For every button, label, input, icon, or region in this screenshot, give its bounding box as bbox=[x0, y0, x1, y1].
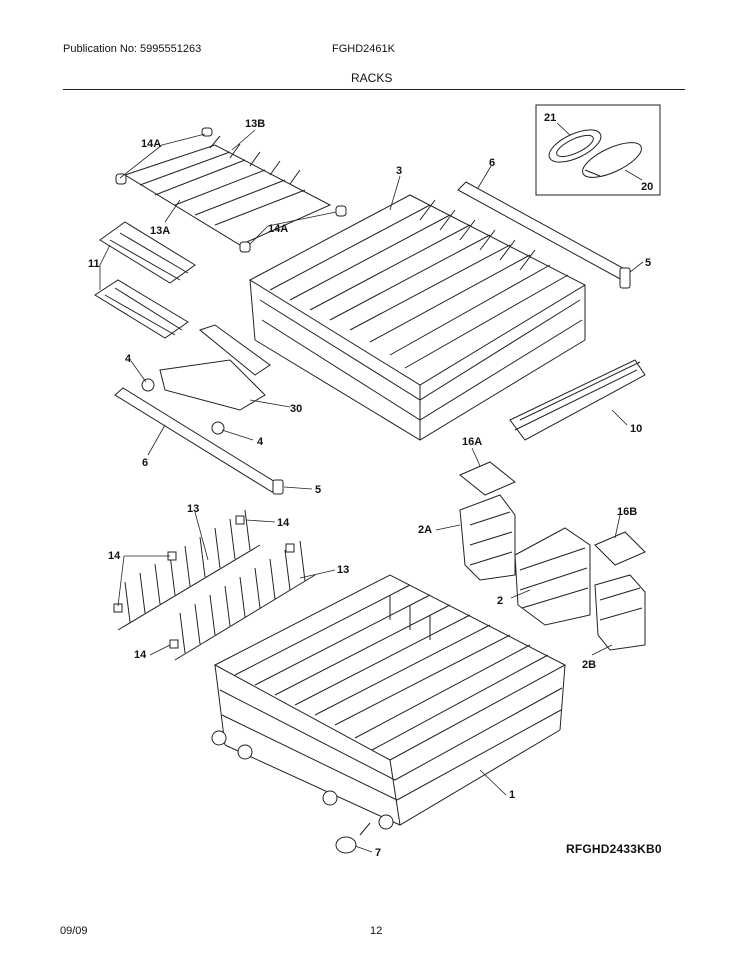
callout-14-left: 14 bbox=[108, 550, 121, 562]
lower-tine-racks bbox=[113, 509, 316, 661]
long-silverware-basket bbox=[509, 359, 646, 441]
lower-rack-wheel bbox=[335, 822, 371, 854]
upper-tine-racks bbox=[115, 127, 347, 253]
callout-10: 10 bbox=[630, 423, 642, 435]
callout-14-bottom: 14 bbox=[134, 649, 147, 661]
callout-1: 1 bbox=[509, 789, 515, 801]
inset-clips-detail bbox=[535, 104, 661, 196]
callout-30: 30 bbox=[290, 403, 302, 415]
model-number: FGHD2461K bbox=[332, 43, 395, 55]
callout-2B: 2B bbox=[582, 659, 596, 671]
callout-14-right: 14 bbox=[277, 517, 290, 529]
callout-2A: 2A bbox=[418, 524, 432, 536]
lower-rail-left bbox=[114, 387, 284, 495]
section-title: RACKS bbox=[351, 71, 393, 85]
revision-date: 09/09 bbox=[60, 925, 88, 937]
callout-14A-mid: 14A bbox=[268, 223, 288, 235]
callout-6-bottom: 6 bbox=[142, 457, 148, 469]
callout-21: 21 bbox=[544, 112, 556, 124]
callout-13A: 13A bbox=[150, 225, 170, 237]
callout-13-top: 13 bbox=[187, 503, 199, 515]
callout-11: 11 bbox=[88, 258, 100, 270]
callout-5-top: 5 bbox=[645, 257, 651, 269]
callout-3: 3 bbox=[396, 165, 402, 177]
publication-number: Publication No: 5995551263 bbox=[63, 43, 202, 55]
callout-4-bottom: 4 bbox=[257, 436, 264, 448]
cup-shelves bbox=[94, 221, 196, 339]
callout-5-bottom: 5 bbox=[315, 484, 321, 496]
leader-lines bbox=[99, 122, 644, 853]
silverware-baskets bbox=[459, 461, 646, 651]
header-rule bbox=[63, 89, 685, 90]
callout-7: 7 bbox=[375, 847, 381, 859]
callout-13B: 13B bbox=[245, 118, 265, 130]
page-number: 12 bbox=[370, 925, 383, 937]
upper-rail-right bbox=[457, 181, 631, 289]
callout-16B: 16B bbox=[617, 506, 637, 518]
callout-2: 2 bbox=[497, 595, 503, 607]
callout-6-top: 6 bbox=[489, 157, 495, 169]
callout-16A: 16A bbox=[462, 436, 482, 448]
callout-13-right: 13 bbox=[337, 564, 349, 576]
lower-rack bbox=[211, 574, 567, 830]
callout-14A-top: 14A bbox=[141, 138, 161, 150]
callout-20: 20 bbox=[641, 181, 653, 193]
upper-rack bbox=[248, 194, 587, 441]
callout-4-left: 4 bbox=[125, 353, 132, 365]
diagram-code: RFGHD2433KB0 bbox=[566, 842, 662, 856]
rack-adjuster bbox=[141, 324, 271, 435]
